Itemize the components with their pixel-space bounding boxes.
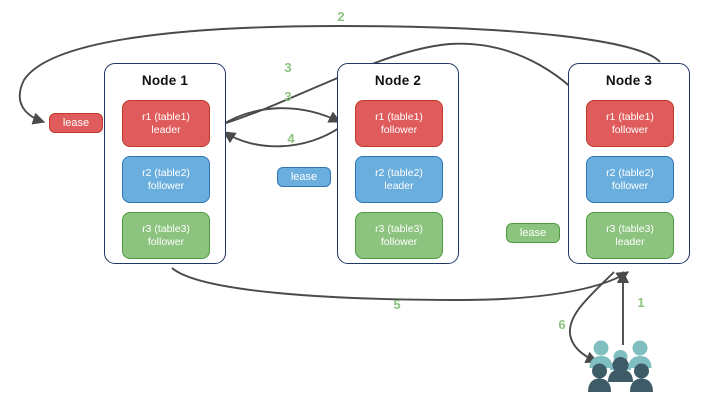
replica-node1-r2[interactable]: r2 (table2) follower <box>122 156 210 203</box>
users-group-icon <box>588 340 653 392</box>
replica-line1: r3 (table3) <box>142 222 190 235</box>
replica-node3-r3[interactable]: r3 (table3) leader <box>586 212 674 259</box>
replica-line2: follower <box>611 123 649 136</box>
replica-line2: leader <box>151 123 181 136</box>
step-label-4: 4 <box>287 131 295 146</box>
replica-line2: follower <box>147 179 185 192</box>
node-container-2[interactable]: Node 2 r1 (table1) follower r2 (table2) … <box>337 63 459 264</box>
replica-line1: r1 (table1) <box>606 110 654 123</box>
arrow-step-2 <box>18 25 661 125</box>
replica-line2: follower <box>147 235 185 248</box>
replica-line1: r2 (table2) <box>142 166 190 179</box>
step-label-3-upper: 3 <box>284 60 292 75</box>
replica-node1-r3[interactable]: r3 (table3) follower <box>122 212 210 259</box>
replica-line2: follower <box>380 235 418 248</box>
replica-node2-r3[interactable]: r3 (table3) follower <box>355 212 443 259</box>
replica-line2: leader <box>615 235 645 248</box>
step-label-5: 5 <box>393 297 401 312</box>
node-title: Node 1 <box>141 73 189 88</box>
arrow-step-5 <box>171 267 630 301</box>
arrow-step-3-upper <box>219 42 599 126</box>
replica-line1: r1 (table1) <box>375 110 423 123</box>
node-container-3[interactable]: Node 3 r1 (table1) follower r2 (table2) … <box>568 63 690 264</box>
step-label-6: 6 <box>558 317 566 332</box>
lease-badge-table1[interactable]: lease <box>49 113 103 133</box>
replica-line1: r2 (table2) <box>606 166 654 179</box>
lease-badge-table2[interactable]: lease <box>277 167 331 187</box>
replica-node2-r1[interactable]: r1 (table1) follower <box>355 100 443 147</box>
step-label-1: 1 <box>637 295 645 310</box>
node-title: Node 2 <box>374 73 422 88</box>
replica-node3-r1[interactable]: r1 (table1) follower <box>586 100 674 147</box>
arrow-step-6 <box>569 271 615 363</box>
step-label-3-lower: 3 <box>284 89 292 104</box>
arrow-step-3-lower <box>219 107 342 127</box>
node-container-1[interactable]: Node 1 r1 (table1) leader r2 (table2) fo… <box>104 63 226 264</box>
replica-node1-r1[interactable]: r1 (table1) leader <box>122 100 210 147</box>
replica-line1: r3 (table3) <box>606 222 654 235</box>
step-label-2: 2 <box>337 9 345 24</box>
replica-line2: follower <box>380 123 418 136</box>
lease-badge-table3[interactable]: lease <box>506 223 560 243</box>
replica-node3-r2[interactable]: r2 (table2) follower <box>586 156 674 203</box>
replica-node2-r2[interactable]: r2 (table2) leader <box>355 156 443 203</box>
replica-line2: follower <box>611 179 649 192</box>
node-title: Node 3 <box>605 73 653 88</box>
replica-line1: r2 (table2) <box>375 166 423 179</box>
replica-line1: r3 (table3) <box>375 222 423 235</box>
arrow-step-4 <box>222 125 343 148</box>
replica-line1: r1 (table1) <box>142 110 190 123</box>
replica-line2: leader <box>384 179 414 192</box>
